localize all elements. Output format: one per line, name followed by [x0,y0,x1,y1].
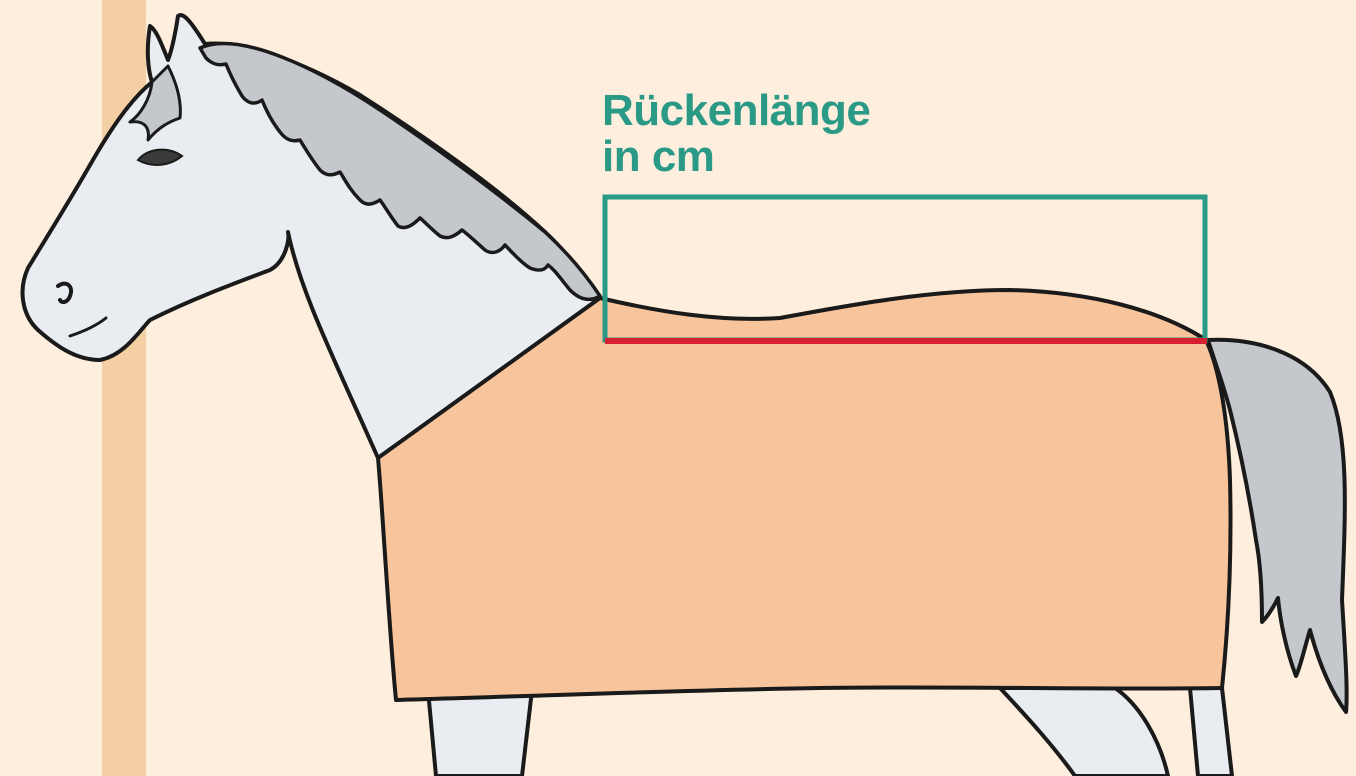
front-leg [428,690,532,776]
hind-leg-left [1000,688,1168,776]
back-length-label-line2: in cm [602,134,870,180]
back-length-label-line1: Rückenlänge [602,88,870,134]
back-length-label: Rückenlänge in cm [602,88,870,180]
hind-leg-right [1190,688,1232,776]
